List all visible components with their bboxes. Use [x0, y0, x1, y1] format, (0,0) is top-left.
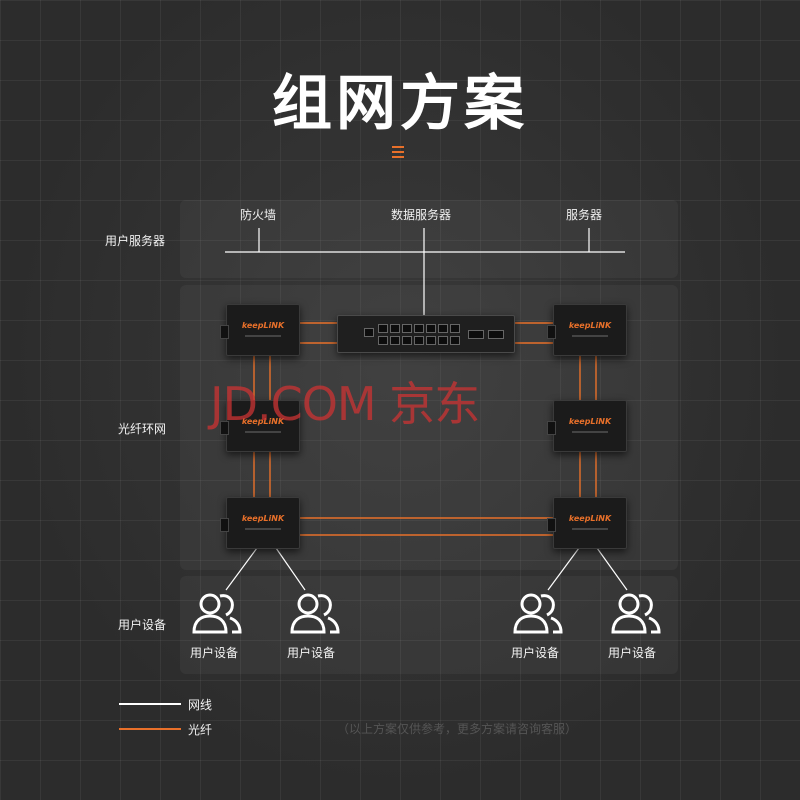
user-group-icon — [513, 593, 563, 634]
user-panel — [180, 576, 678, 674]
device-brand: keepLiNK — [568, 321, 612, 330]
watermark: JD.COM 京东 — [210, 377, 480, 431]
device-brand: keepLiNK — [241, 417, 285, 426]
footnote: （以上方案仅供参考，更多方案请咨询客服） — [337, 722, 578, 736]
server-label: 服务器 — [566, 208, 603, 222]
converter-top-left: keepLiNK — [220, 304, 300, 356]
legend-network-line — [119, 703, 181, 705]
user-group-icon — [290, 593, 340, 634]
data-server-label: 数据服务器 — [391, 208, 452, 222]
legend-network-label: 网线 — [188, 698, 213, 712]
user-group-icon — [611, 593, 661, 634]
network-switch — [337, 315, 515, 353]
device-brand: keepLiNK — [568, 514, 612, 523]
page-title: 组网方案 — [272, 69, 528, 139]
legend-fiber-line — [119, 728, 181, 730]
user-group-icon — [192, 593, 242, 634]
converter-bottom-left: keepLiNK — [220, 497, 300, 549]
device-brand: keepLiNK — [241, 514, 285, 523]
converter-mid-right: keepLiNK — [547, 400, 627, 452]
converter-mid-left: keepLiNK — [220, 400, 300, 452]
user-device-label: 用户设备 — [608, 646, 657, 660]
converter-bottom-right: keepLiNK — [547, 497, 627, 549]
legend-fiber-label: 光纤 — [188, 723, 213, 737]
user-device-label: 用户设备 — [287, 646, 336, 660]
converter-top-right: keepLiNK — [547, 304, 627, 356]
menu-icon — [392, 146, 404, 158]
user-device-label: 用户设备 — [511, 646, 560, 660]
server-panel — [180, 200, 678, 278]
row-label-servers: 用户服务器 — [105, 234, 166, 248]
row-label-ring: 光纤环网 — [118, 422, 167, 436]
device-brand: keepLiNK — [241, 321, 285, 330]
user-device-label: 用户设备 — [190, 646, 239, 660]
firewall-label: 防火墙 — [240, 208, 277, 222]
row-label-users: 用户设备 — [118, 618, 167, 632]
device-brand: keepLiNK — [568, 417, 612, 426]
